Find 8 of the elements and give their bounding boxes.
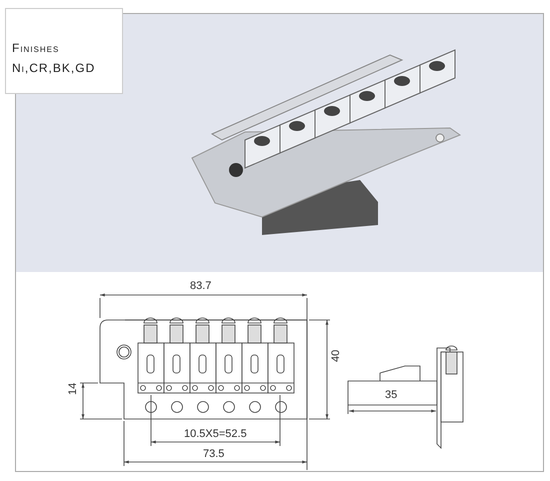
dimension-value: 40 [331,350,342,362]
dimension-value: 83.7 [190,281,212,292]
dimension-value: 14 [68,382,79,395]
dimension-value: 10.5X5=52.5 [184,429,247,440]
dimension-value: 73.5 [203,449,224,460]
finish-codes: Ni,CR,BK,GD [12,62,96,74]
finish-heading: Finishes [12,42,60,54]
dimension-value: 35 [385,390,398,401]
